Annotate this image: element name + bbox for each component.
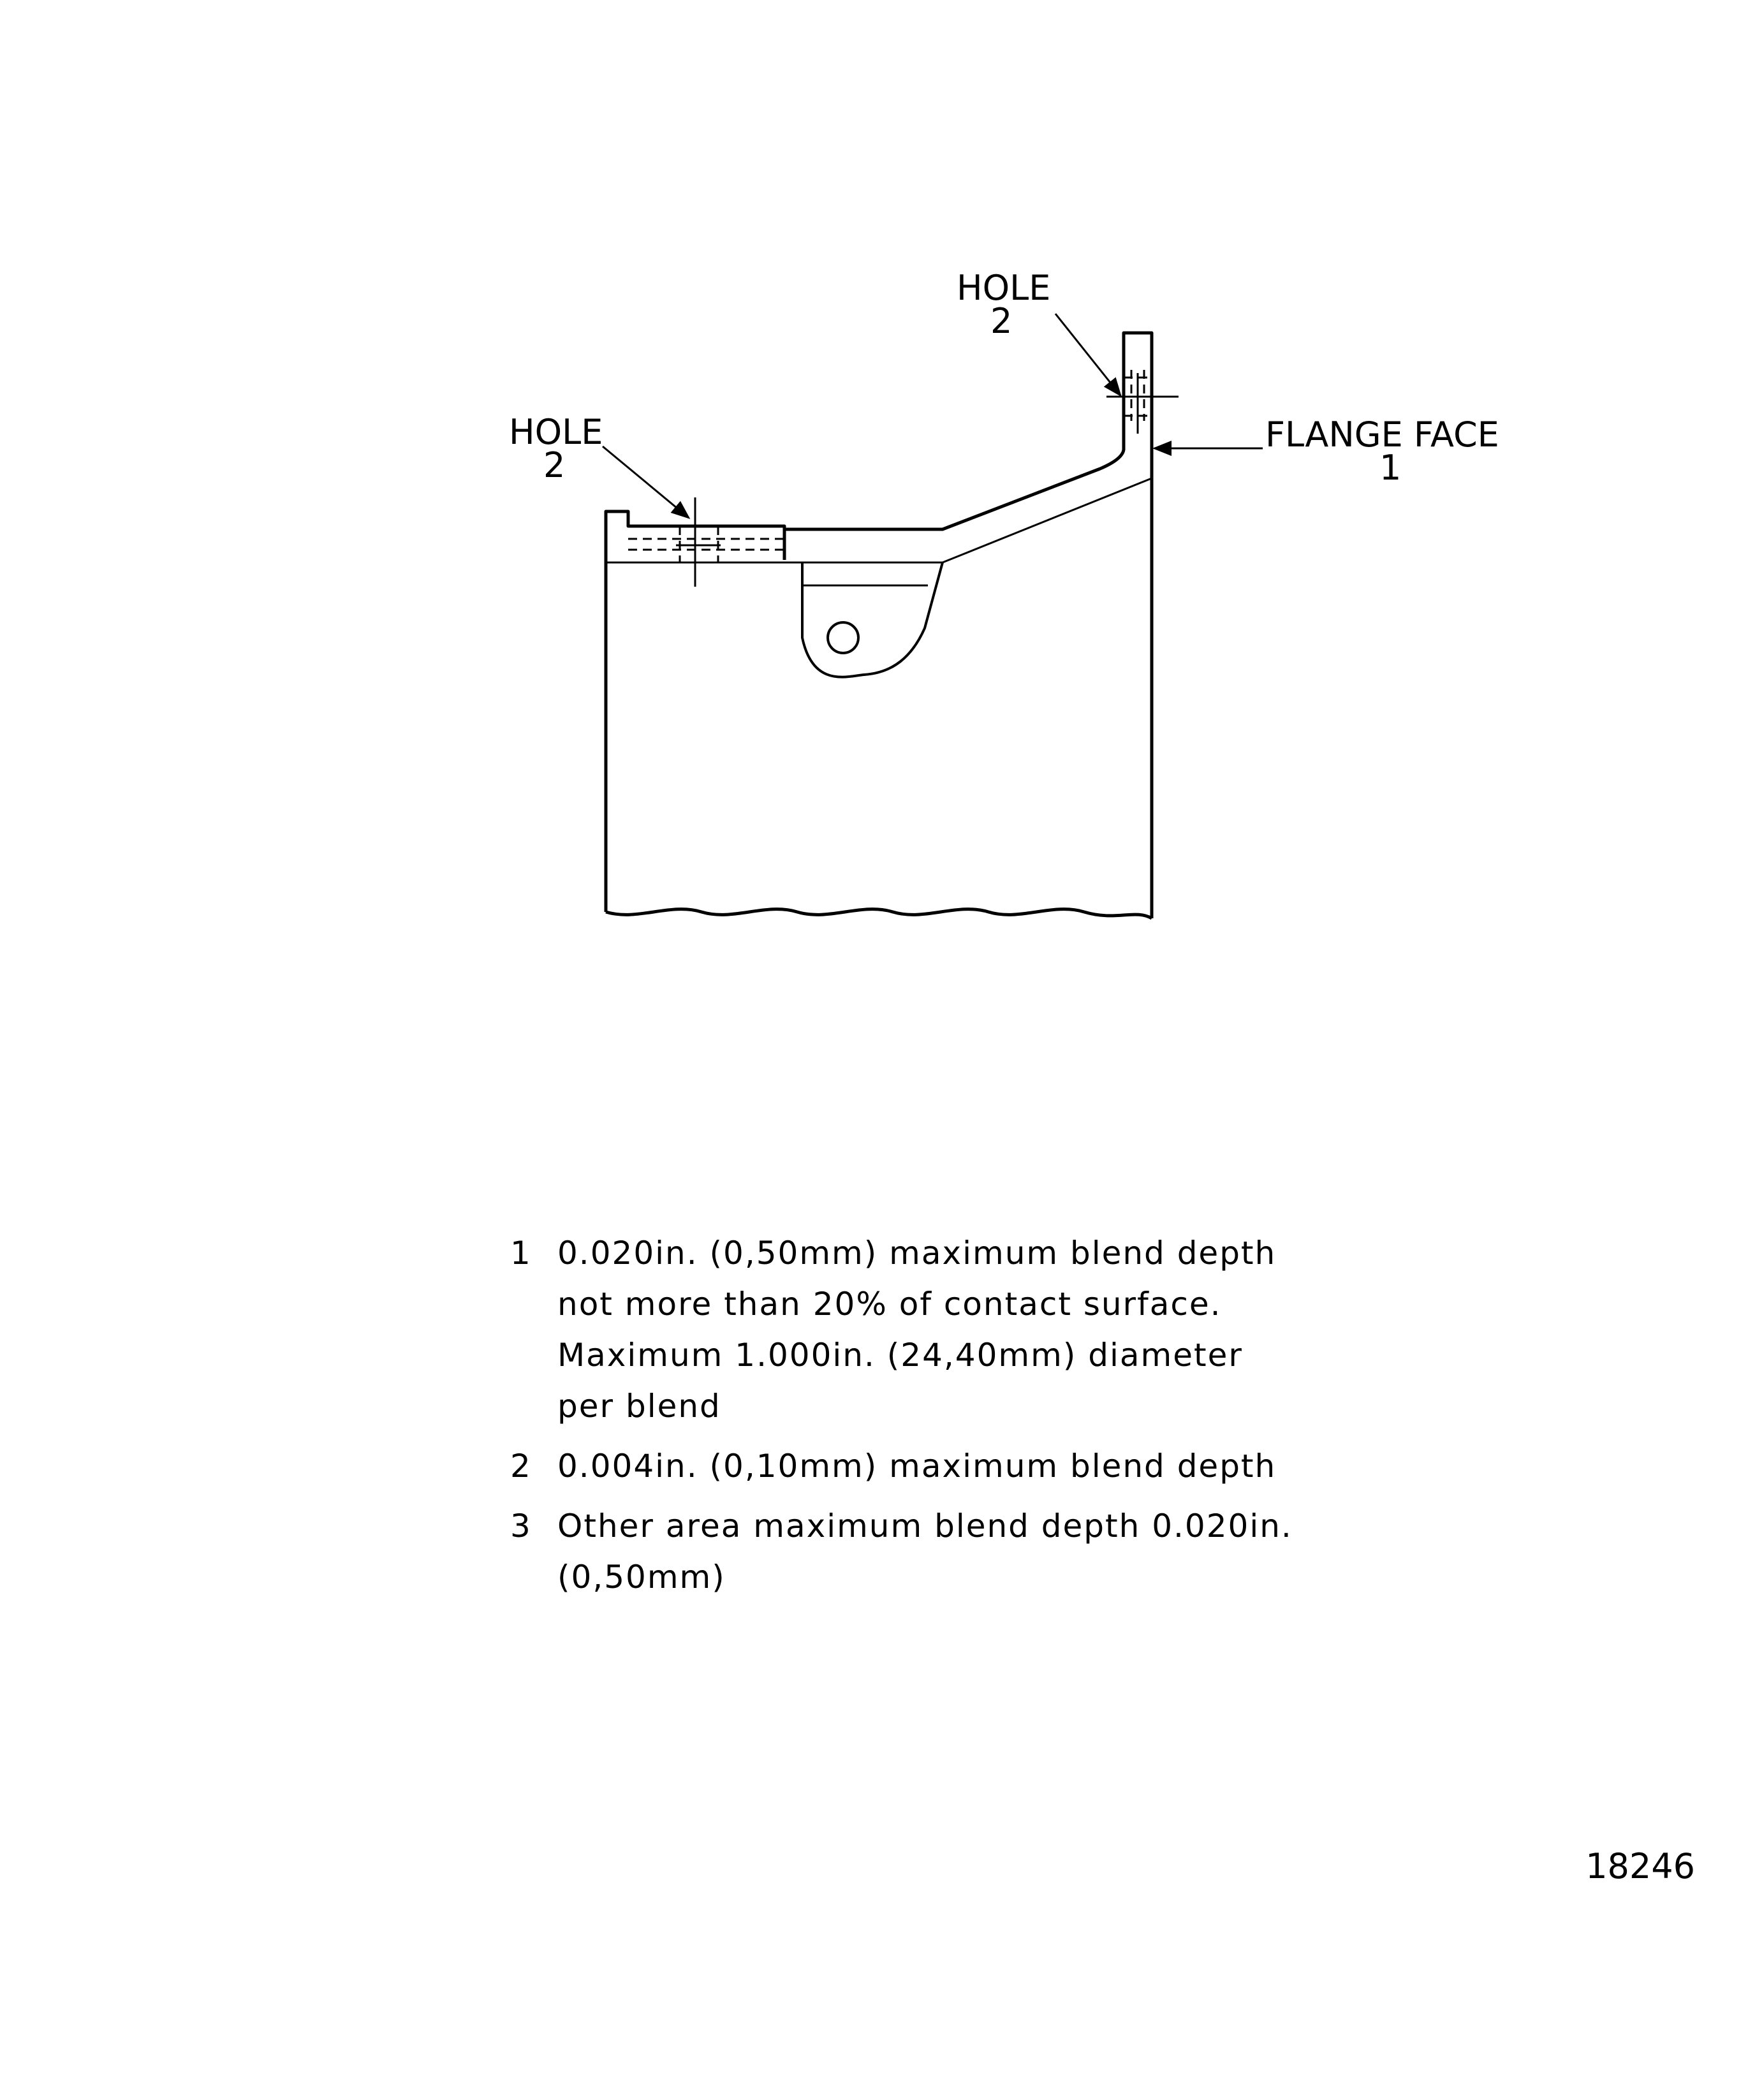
- upper-hole-hidden-lines: [1124, 370, 1152, 421]
- note-number: 3: [510, 1508, 532, 1545]
- flange-face-number: 1: [1379, 448, 1401, 488]
- bracket-lug: [801, 562, 944, 679]
- flange-face-title: FLANGE FACE: [1265, 415, 1499, 455]
- flange-inner-lines: [606, 477, 1152, 564]
- hole-upper-title: HOLE: [957, 268, 1050, 308]
- note-text: 0.004in. (0,10mm) maximum blend depth: [557, 1441, 1403, 1492]
- upper-hole-centerline: [1106, 373, 1179, 434]
- figure-id: 18246: [1585, 1846, 1695, 1886]
- hole-upper-number: 2: [990, 301, 1012, 341]
- note-number: 2: [510, 1448, 532, 1485]
- note-line: Maximum 1.000in. (24,40mm) diameter: [557, 1337, 1243, 1374]
- note-item: 3 Other area maximum blend depth 0.020in…: [510, 1501, 1403, 1603]
- note-line: 0.004in. (0,10mm) maximum blend depth: [557, 1448, 1277, 1485]
- hole-left-number: 2: [543, 445, 565, 485]
- hole-left-title: HOLE: [509, 412, 603, 452]
- leader-hole-left: [602, 445, 691, 519]
- note-line: not more than 20% of contact surface.: [557, 1286, 1222, 1323]
- note-item: 1 0.020in. (0,50mm) maximum blend depth …: [510, 1228, 1403, 1432]
- left-hole-centerline: [676, 497, 721, 587]
- note-line: 0.020in. (0,50mm) maximum blend depth: [557, 1235, 1277, 1272]
- note-text: Other area maximum blend depth 0.020in. …: [557, 1501, 1403, 1603]
- note-number: 1: [510, 1235, 532, 1272]
- leader-hole-upper: [1054, 313, 1122, 397]
- note-line: (0,50mm): [557, 1559, 726, 1596]
- leader-lines: [602, 313, 1263, 519]
- casing-outline: [604, 331, 1154, 920]
- note-item: 2 0.004in. (0,10mm) maximum blend depth: [510, 1441, 1403, 1492]
- note-line: Other area maximum blend depth 0.020in.: [557, 1508, 1293, 1545]
- note-text: 0.020in. (0,50mm) maximum blend depth no…: [557, 1228, 1403, 1432]
- note-line: per blend: [557, 1388, 721, 1425]
- lug-hole: [826, 621, 860, 654]
- notes-list: 1 0.020in. (0,50mm) maximum blend depth …: [510, 1228, 1403, 1612]
